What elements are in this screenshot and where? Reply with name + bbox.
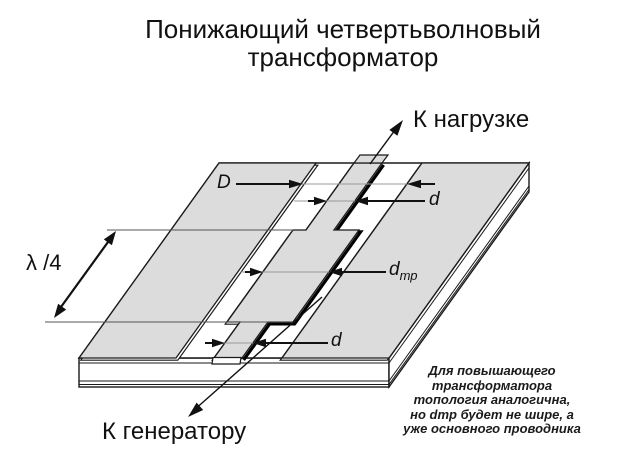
dimension-d-bottom-label: d — [331, 330, 342, 351]
note-line: уже основного проводника — [403, 421, 581, 436]
strip-generator-end-tab — [211, 356, 242, 365]
quarter-wave-reference-lines — [45, 229, 293, 323]
quarter-wave-label: λ /4 — [26, 250, 62, 275]
strip-load-end-tab — [352, 154, 390, 164]
dimension-d-transformer-arrow — [240, 267, 386, 277]
note-line: Для повышающего — [428, 363, 556, 378]
generator-port-label: К генератору — [102, 418, 247, 445]
strip-conductor — [211, 154, 390, 365]
generator-arrow — [188, 296, 323, 417]
title-line-1: Понижающий четвертьволновый — [145, 14, 541, 44]
strip-thickness-shadow — [242, 163, 385, 361]
dimension-d-bottom-arrow — [205, 338, 328, 348]
dimension-D-label: D — [217, 172, 231, 193]
dimension-D-arrow — [236, 179, 435, 189]
title-line-2: трансформатор — [247, 42, 439, 72]
load-port-label: К нагрузке — [413, 106, 530, 133]
quarter-wave-arrow — [54, 231, 116, 318]
note-line: трансформатора — [431, 377, 553, 393]
load-arrow — [369, 120, 403, 165]
note-line: но dтр будет не шире, а — [410, 406, 574, 422]
note-line: топология аналогична, — [413, 392, 571, 407]
dimension-d-transformer-label: dтр — [389, 259, 418, 283]
note-text: Для повышающего трансформатора топология… — [397, 363, 587, 437]
dimension-d-top-label: d — [429, 189, 440, 210]
page-title: Понижающий четвертьволновый трансформато… — [43, 15, 625, 71]
dtr-main: d — [389, 259, 400, 280]
right-ground-plane — [279, 162, 531, 361]
dimension-d-top-arrow — [294, 196, 425, 206]
dtr-subscript: тр — [399, 267, 418, 283]
